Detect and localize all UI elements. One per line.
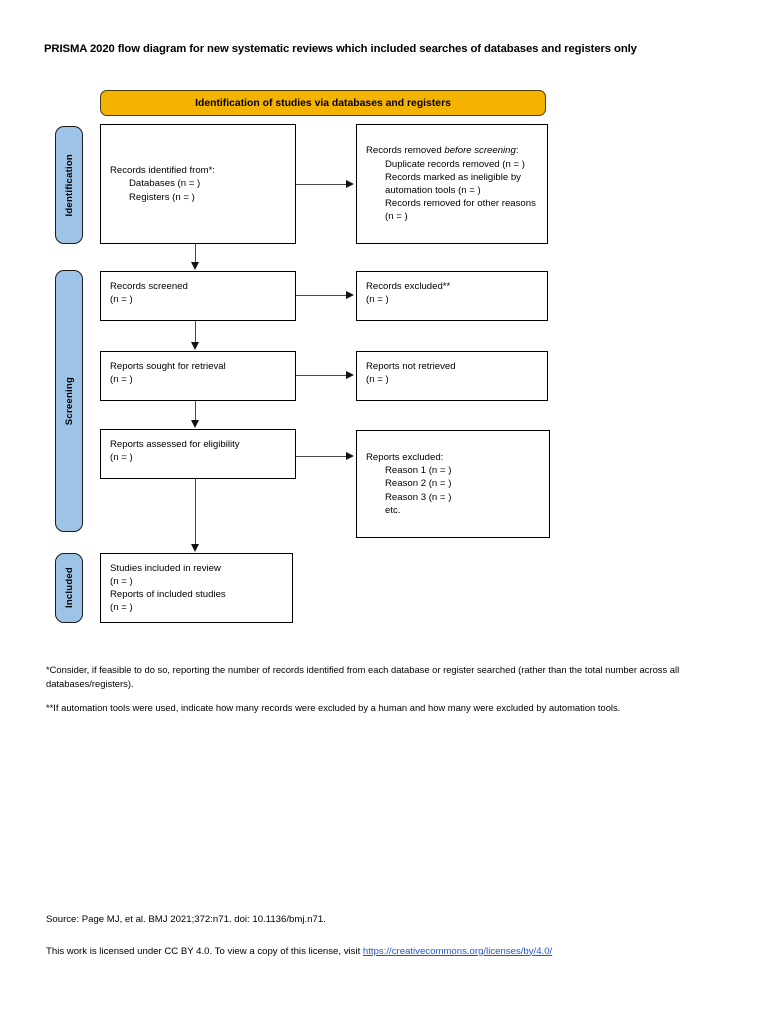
footnote-double-asterisk: **If automation tools were used, indicat…: [46, 702, 621, 713]
stage-bar-identification: Identification: [55, 126, 83, 244]
records-removed-line-4: Records removed for other reasons (n = ): [385, 198, 536, 223]
arrowhead-identified-to-screened-icon: [191, 262, 199, 270]
records-identified-line-1: Records identified from*:: [110, 165, 216, 177]
connector-screened-to-excluded: [296, 295, 348, 297]
records-excluded-line-1: Records excluded**: [366, 281, 451, 292]
reports-excluded-line-3: Reason 2 (n = ): [385, 478, 452, 490]
arrowhead-assessed-to-included-icon: [191, 544, 199, 552]
arrowhead-assessed-to-excluded-icon: [346, 452, 354, 460]
box-records-excluded: Records excluded** (n = ): [356, 271, 548, 321]
license-statement: This work is licensed under CC BY 4.0. T…: [46, 945, 714, 959]
stage-label-identification: Identification: [63, 153, 75, 217]
records-removed-line-3: Records marked as ineligible by automati…: [385, 171, 521, 196]
reports-assessed-line-1: Reports assessed for eligibility: [110, 439, 240, 450]
box-reports-not-retrieved: Reports not retrieved (n = ): [356, 351, 548, 401]
footnote-single-asterisk: *Consider, if feasible to do so, reporti…: [46, 664, 680, 689]
studies-included-line-4: (n = ): [110, 602, 133, 614]
source-and-license: Source: Page MJ, et al. BMJ 2021;372:n71…: [46, 913, 714, 976]
records-removed-heading-italic: before screening: [444, 145, 516, 157]
studies-included-line-1: Studies included in review: [110, 562, 221, 574]
stage-bar-screening: Screening: [55, 270, 83, 532]
license-statement-text: This work is licensed under CC BY 4.0. T…: [46, 945, 363, 957]
connector-assessed-to-included: [195, 479, 197, 548]
reports-excluded-line-1: Reports excluded:: [366, 451, 444, 463]
connector-screened-to-sought: [195, 321, 197, 346]
connector-sought-to-assessed: [195, 401, 197, 424]
records-screened-line-2: (n = ): [110, 294, 133, 306]
reports-excluded-line-2: Reason 1 (n = ): [385, 465, 452, 477]
reports-not-retrieved-line-2: (n = ): [366, 374, 389, 386]
records-removed-line-2: Duplicate records removed (n = ): [385, 158, 525, 170]
stage-label-included: Included: [63, 567, 75, 609]
page-title: PRISMA 2020 flow diagram for new systema…: [44, 43, 637, 55]
arrowhead-sought-to-assessed-icon: [191, 420, 199, 428]
box-reports-sought: Reports sought for retrieval (n = ): [100, 351, 296, 401]
records-removed-heading-colon: :: [515, 145, 519, 157]
records-removed-heading: Records removed before screening:: [366, 144, 538, 157]
reports-sought-line-1: Reports sought for retrieval: [110, 361, 226, 372]
arrowhead-screened-to-excluded-icon: [346, 291, 354, 299]
connector-assessed-to-excluded: [296, 456, 348, 458]
stage-label-screening: Screening: [63, 376, 75, 426]
reports-sought-line-2: (n = ): [110, 374, 133, 386]
studies-included-line-2: (n = ): [110, 575, 133, 587]
connector-identified-to-removed: [296, 184, 348, 186]
arrowhead-sought-to-not-retrieved-icon: [346, 371, 354, 379]
connector-identified-to-screened: [195, 244, 197, 266]
license-url-link[interactable]: https://creativecommons.org/licenses/by/…: [362, 945, 553, 957]
box-records-removed: Records removed before screening: Duplic…: [356, 124, 548, 244]
box-reports-assessed: Reports assessed for eligibility (n = ): [100, 429, 296, 479]
records-identified-line-3: Registers (n = ): [129, 191, 195, 203]
records-excluded-line-2: (n = ): [366, 294, 389, 306]
studies-included-line-3: Reports of included studies: [110, 589, 226, 600]
identification-banner: Identification of studies via databases …: [100, 90, 546, 116]
arrowhead-screened-to-sought-icon: [191, 342, 199, 350]
reports-excluded-line-4: Reason 3 (n = ): [385, 491, 452, 503]
box-reports-excluded: Reports excluded: Reason 1 (n = ) Reason…: [356, 430, 550, 538]
reports-not-retrieved-line-1: Reports not retrieved: [366, 361, 456, 372]
reports-assessed-line-2: (n = ): [110, 452, 133, 464]
stage-bar-included: Included: [55, 553, 83, 623]
prisma-flow-diagram: Identification of studies via databases …: [55, 90, 550, 623]
box-records-screened: Records screened (n = ): [100, 271, 296, 321]
box-studies-included: Studies included in review (n = ) Report…: [100, 553, 293, 623]
connector-sought-to-not-retrieved: [296, 375, 348, 377]
arrowhead-identified-to-removed-icon: [346, 180, 354, 188]
records-identified-line-2: Databases (n = ): [129, 178, 201, 190]
source-citation: Source: Page MJ, et al. BMJ 2021;372:n71…: [46, 914, 326, 925]
records-screened-line-1: Records screened: [110, 281, 188, 292]
reports-excluded-line-5: etc.: [385, 504, 401, 516]
records-removed-heading-prefix: Records removed: [366, 145, 445, 157]
footnotes: *Consider, if feasible to do so, reporti…: [46, 663, 714, 726]
identification-banner-label: Identification of studies via databases …: [195, 97, 451, 109]
box-records-identified: Records identified from*: Databases (n =…: [100, 124, 296, 244]
